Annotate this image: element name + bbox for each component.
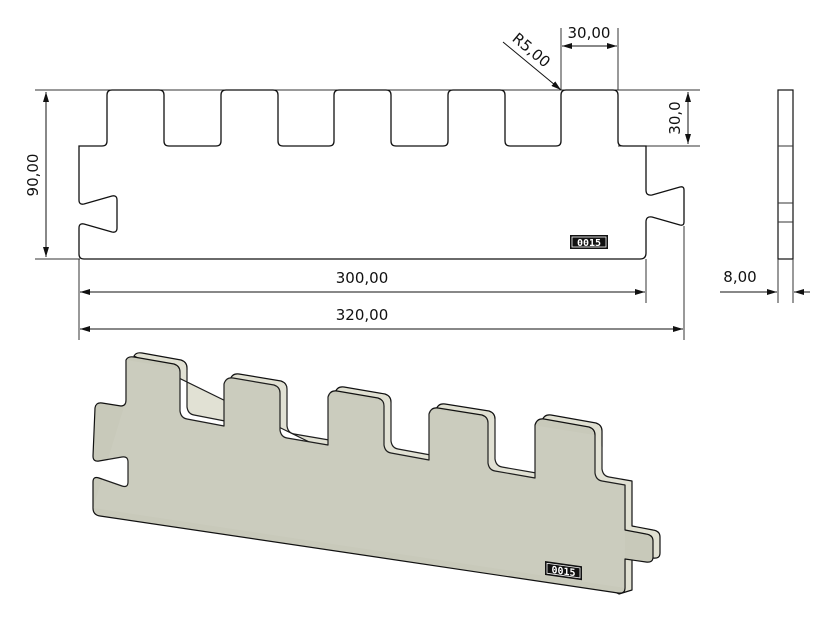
side-view: 8,00 bbox=[720, 89, 810, 303]
tooth-width-dimension-text: 30,00 bbox=[568, 24, 611, 42]
tooth-height-dimension-text: 30,0 bbox=[666, 101, 684, 134]
overall-length-dimension-text: 320,00 bbox=[336, 306, 389, 324]
iso-part-number-tag: 0015 bbox=[545, 561, 582, 581]
iso-shading bbox=[93, 360, 625, 588]
side-view-outline bbox=[777, 89, 794, 260]
iso-part-number-text: 0015 bbox=[551, 565, 575, 579]
front-view-outline bbox=[78, 89, 685, 260]
height-dimension-text: 90,00 bbox=[24, 154, 42, 197]
part-number-text: 0015 bbox=[577, 238, 601, 249]
iso-front-face bbox=[92, 356, 654, 594]
part-number-tag: 0015 bbox=[570, 235, 608, 249]
front-view: 0015 90,00 30,0 30,00 R5,00 300,00 320,0… bbox=[24, 24, 700, 340]
radius-leader-line bbox=[502, 41, 562, 91]
isometric-view: 0015 bbox=[92, 352, 661, 595]
thickness-dimension-text: 8,00 bbox=[723, 268, 756, 286]
body-length-dimension-text: 300,00 bbox=[336, 269, 389, 287]
